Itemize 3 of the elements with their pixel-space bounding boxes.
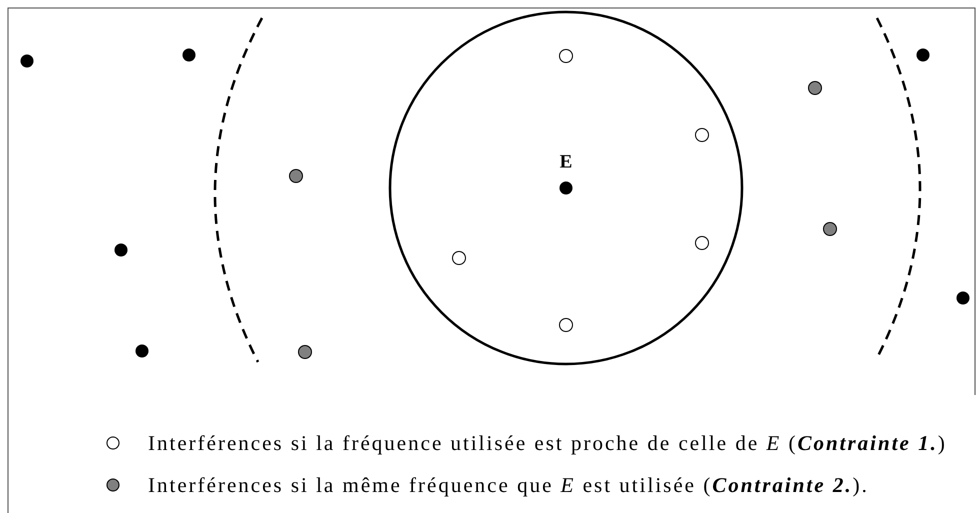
legend-text: Interférences si la même fréquence que E est utilisée (Contrainte 2.). (148, 473, 869, 497)
legend-text: Interférences si la fréquence utilisée est proche de celle de E (Contrainte 1.) (148, 431, 947, 455)
station-label: E (560, 152, 572, 172)
